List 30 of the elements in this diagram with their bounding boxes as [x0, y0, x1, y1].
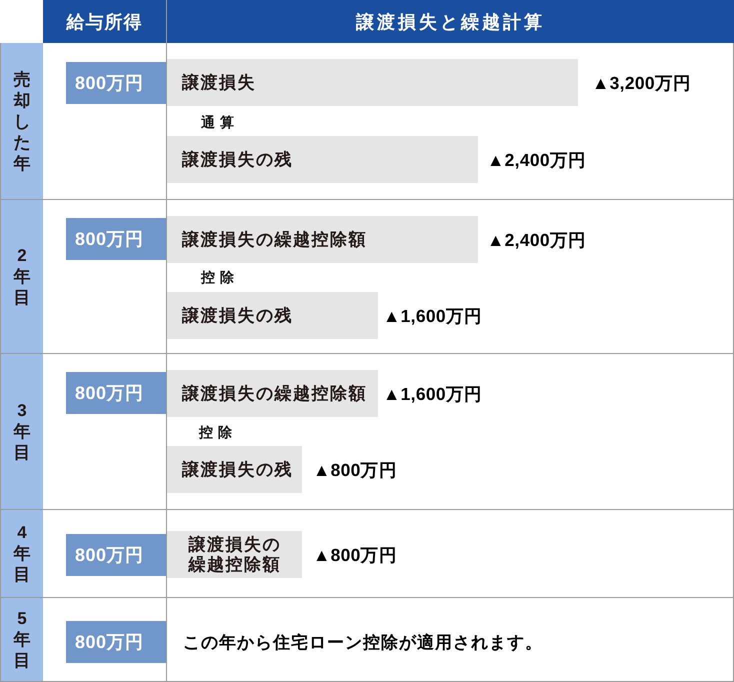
loss-bar: 譲渡損失の繰越控除額 — [167, 370, 378, 417]
loss-bar: 譲渡損失の残 — [167, 292, 378, 339]
row-header-cell: 売却した年 — [1, 43, 43, 199]
amount-box: 800万円 — [66, 621, 166, 663]
loss-bar: 譲渡損失の残 — [167, 446, 302, 493]
row-header-cell: 5年目 — [1, 598, 43, 681]
amount-label: ▲800万円 — [313, 458, 398, 482]
loss-bar: 譲渡損失の残 — [167, 136, 478, 183]
loss-bar: 譲渡損失の繰越控除額 — [167, 216, 478, 263]
note-text: この年から住宅ローン控除が適用されます。 — [183, 632, 543, 654]
header-cell: 給与所得 — [43, 0, 166, 43]
amount-label: ▲1,600万円 — [383, 304, 483, 328]
amount-label: ▲2,400万円 — [487, 148, 587, 172]
row-header-cell: 2年目 — [1, 200, 43, 353]
header-cell: 譲渡損失と繰越計算 — [167, 0, 734, 43]
loss-bar: 譲渡損失の繰越控除額 — [167, 531, 302, 578]
loss-bar: 譲渡損失 — [167, 59, 578, 106]
amount-label: ▲2,400万円 — [487, 228, 587, 252]
amount-box: 800万円 — [66, 62, 166, 104]
row-header-cell: 4年目 — [1, 510, 43, 597]
row-header-cell: 3年目 — [1, 354, 43, 509]
step-label: 控除 — [199, 424, 237, 442]
amount-box: 800万円 — [66, 534, 166, 576]
amount-label: ▲3,200万円 — [592, 72, 692, 94]
amount-label: ▲1,600万円 — [383, 382, 483, 406]
amount-box: 800万円 — [66, 218, 166, 260]
step-label: 通算 — [201, 114, 239, 132]
step-label: 控除 — [201, 269, 239, 287]
amount-label: ▲800万円 — [313, 544, 398, 566]
amount-box: 800万円 — [66, 372, 166, 414]
